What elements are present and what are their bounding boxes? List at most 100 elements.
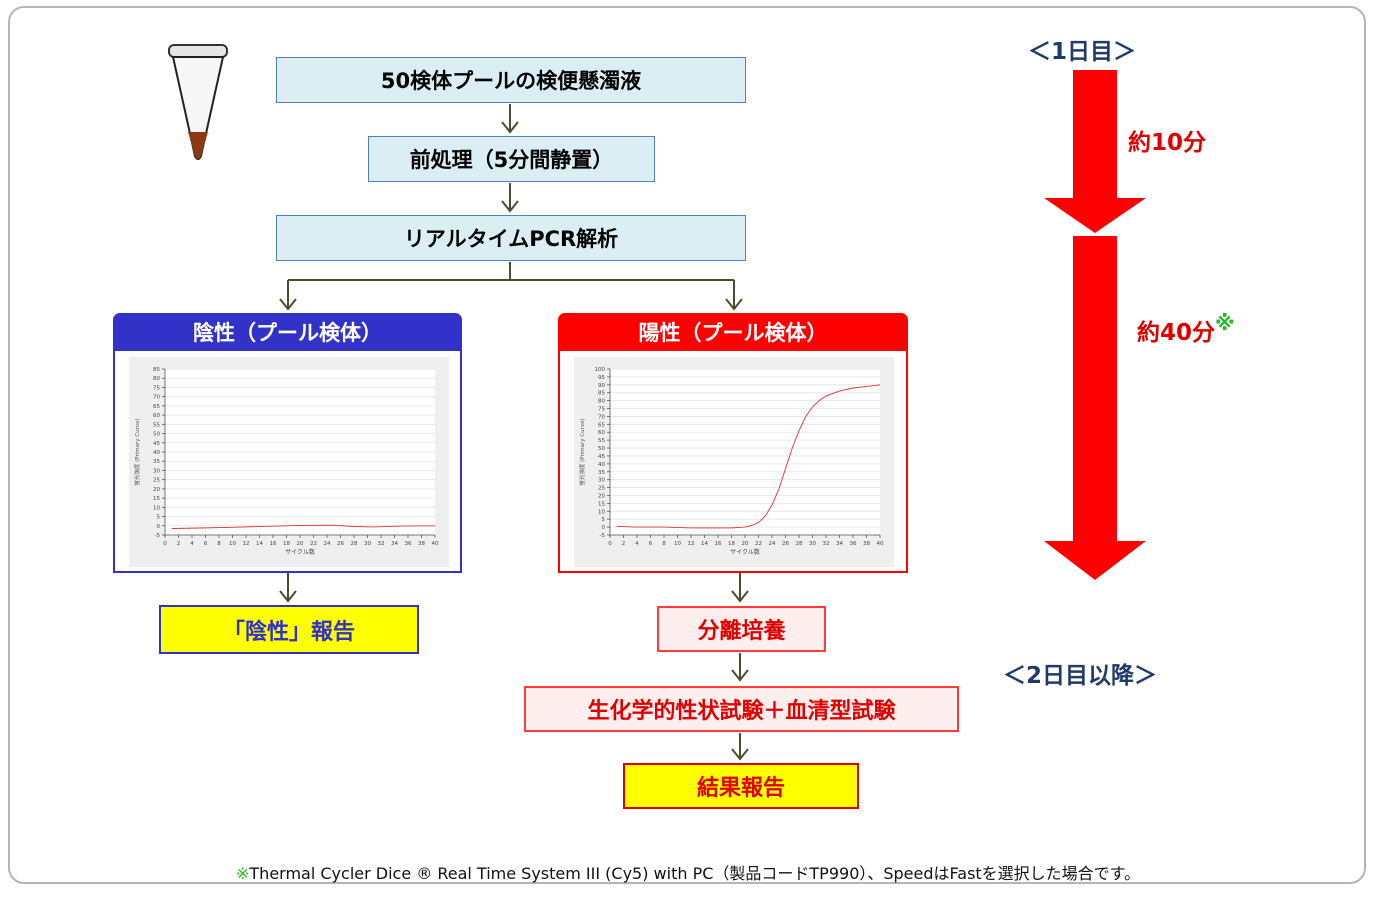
x-tick-label: 36 bbox=[405, 541, 412, 547]
y-axis-label: 蛍光強度 (Primary Curve) bbox=[133, 418, 141, 485]
x-tick-label: 26 bbox=[782, 541, 789, 547]
x-tick-label: 22 bbox=[310, 541, 317, 547]
plot-background bbox=[610, 369, 880, 535]
x-tick-label: 6 bbox=[204, 541, 208, 547]
x-tick-label: 38 bbox=[418, 541, 425, 547]
y-tick-label: 70 bbox=[598, 414, 605, 420]
y-tick-label: 20 bbox=[153, 487, 160, 493]
x-axis-label: サイクル数 bbox=[285, 548, 315, 556]
y-tick-label: -5 bbox=[600, 533, 606, 539]
y-tick-label: 50 bbox=[153, 432, 160, 438]
x-tick-label: 24 bbox=[769, 541, 776, 547]
y-tick-label: 35 bbox=[598, 470, 605, 476]
x-tick-label: 30 bbox=[364, 541, 371, 547]
x-tick-label: 24 bbox=[324, 541, 331, 547]
y-tick-label: 75 bbox=[598, 407, 605, 413]
x-tick-label: 34 bbox=[836, 541, 843, 547]
x-tick-label: 40 bbox=[877, 541, 884, 547]
y-tick-label: 5 bbox=[157, 515, 161, 521]
x-tick-label: 40 bbox=[432, 541, 439, 547]
x-tick-label: 32 bbox=[378, 541, 385, 547]
x-tick-label: 16 bbox=[270, 541, 277, 547]
footnote: ※Thermal Cycler Dice ® Real Time System … bbox=[236, 864, 1141, 883]
day1-label: ＜1日目＞ bbox=[1028, 39, 1137, 65]
y-tick-label: 25 bbox=[153, 478, 160, 484]
x-tick-label: 4 bbox=[635, 541, 639, 547]
y-tick-label: 0 bbox=[157, 524, 161, 530]
y-tick-label: 30 bbox=[153, 468, 160, 474]
final-report-box: 結果報告 bbox=[623, 763, 859, 809]
positive-amplification-chart: -505101520253035404550556065707580859095… bbox=[578, 367, 884, 556]
day2-label: ＜2日目以降＞ bbox=[1003, 663, 1158, 689]
x-tick-label: 22 bbox=[755, 541, 762, 547]
x-tick-label: 28 bbox=[351, 541, 358, 547]
y-tick-label: 80 bbox=[153, 376, 160, 382]
diagram-frame bbox=[8, 6, 1366, 884]
x-tick-label: 20 bbox=[742, 541, 749, 547]
x-tick-label: 26 bbox=[337, 541, 344, 547]
x-tick-label: 14 bbox=[256, 541, 263, 547]
note-mark: ※ bbox=[1215, 311, 1235, 335]
y-tick-label: 10 bbox=[153, 505, 160, 511]
x-tick-label: 2 bbox=[622, 541, 626, 547]
step-stool-suspension: 50検体プールの検便懸濁液 bbox=[276, 57, 746, 103]
y-tick-label: 65 bbox=[598, 422, 605, 428]
y-tick-label: 85 bbox=[598, 391, 605, 397]
x-tick-label: 8 bbox=[662, 541, 666, 547]
timeline-arrows bbox=[1044, 70, 1146, 580]
y-tick-label: 55 bbox=[153, 422, 160, 428]
x-tick-label: 10 bbox=[229, 541, 236, 547]
x-tick-label: 16 bbox=[715, 541, 722, 547]
y-tick-label: 85 bbox=[153, 367, 160, 373]
x-tick-label: 36 bbox=[850, 541, 857, 547]
x-tick-label: 18 bbox=[283, 541, 290, 547]
x-tick-label: 28 bbox=[796, 541, 803, 547]
x-axis-label: サイクル数 bbox=[730, 548, 760, 556]
x-tick-label: 8 bbox=[217, 541, 221, 547]
y-tick-label: 15 bbox=[598, 501, 605, 507]
time-40min-label: 約40分※ bbox=[1137, 311, 1235, 346]
timeline-arrow-10min bbox=[1044, 70, 1146, 233]
amplification-curve bbox=[616, 384, 881, 529]
y-axis-label: 蛍光強度 (Primary Curve) bbox=[578, 418, 586, 485]
footnote-mark: ※ bbox=[236, 864, 250, 883]
y-tick-label: 20 bbox=[598, 493, 605, 499]
x-tick-label: 18 bbox=[728, 541, 735, 547]
negative-panel-title: 陰性（プール検体） bbox=[113, 313, 462, 351]
y-tick-label: 25 bbox=[598, 486, 605, 492]
x-tick-label: 0 bbox=[163, 541, 167, 547]
test-tube-icon bbox=[168, 44, 228, 160]
step-pretreatment: 前処理（5分間静置） bbox=[368, 136, 655, 182]
x-tick-label: 20 bbox=[297, 541, 304, 547]
x-tick-label: 12 bbox=[688, 541, 695, 547]
y-tick-label: 90 bbox=[598, 383, 605, 389]
x-tick-label: 6 bbox=[649, 541, 653, 547]
negative-report-box: 「陰性」報告 bbox=[159, 605, 419, 654]
time-10min-label: 約10分 bbox=[1128, 130, 1207, 156]
y-tick-label: 15 bbox=[153, 496, 160, 502]
isolation-culture-box: 分離培養 bbox=[657, 606, 826, 652]
x-tick-label: 4 bbox=[190, 541, 194, 547]
y-tick-label: 45 bbox=[153, 441, 160, 447]
x-tick-label: 34 bbox=[391, 541, 398, 547]
x-tick-label: 30 bbox=[809, 541, 816, 547]
x-tick-label: 2 bbox=[177, 541, 181, 547]
y-tick-label: 45 bbox=[598, 454, 605, 460]
x-tick-label: 38 bbox=[863, 541, 870, 547]
y-tick-label: 30 bbox=[598, 478, 605, 484]
x-tick-label: 14 bbox=[701, 541, 708, 547]
y-tick-label: 75 bbox=[153, 385, 160, 391]
timeline-arrow-40min bbox=[1044, 236, 1146, 580]
y-tick-label: 40 bbox=[598, 462, 605, 468]
x-tick-label: 32 bbox=[823, 541, 830, 547]
y-tick-label: 80 bbox=[598, 399, 605, 405]
y-tick-label: 50 bbox=[598, 446, 605, 452]
y-tick-label: 70 bbox=[153, 395, 160, 401]
biochemical-serotype-test-box: 生化学的性状試験＋血清型試験 bbox=[524, 686, 959, 732]
y-tick-label: 10 bbox=[598, 509, 605, 515]
x-tick-label: 0 bbox=[608, 541, 612, 547]
